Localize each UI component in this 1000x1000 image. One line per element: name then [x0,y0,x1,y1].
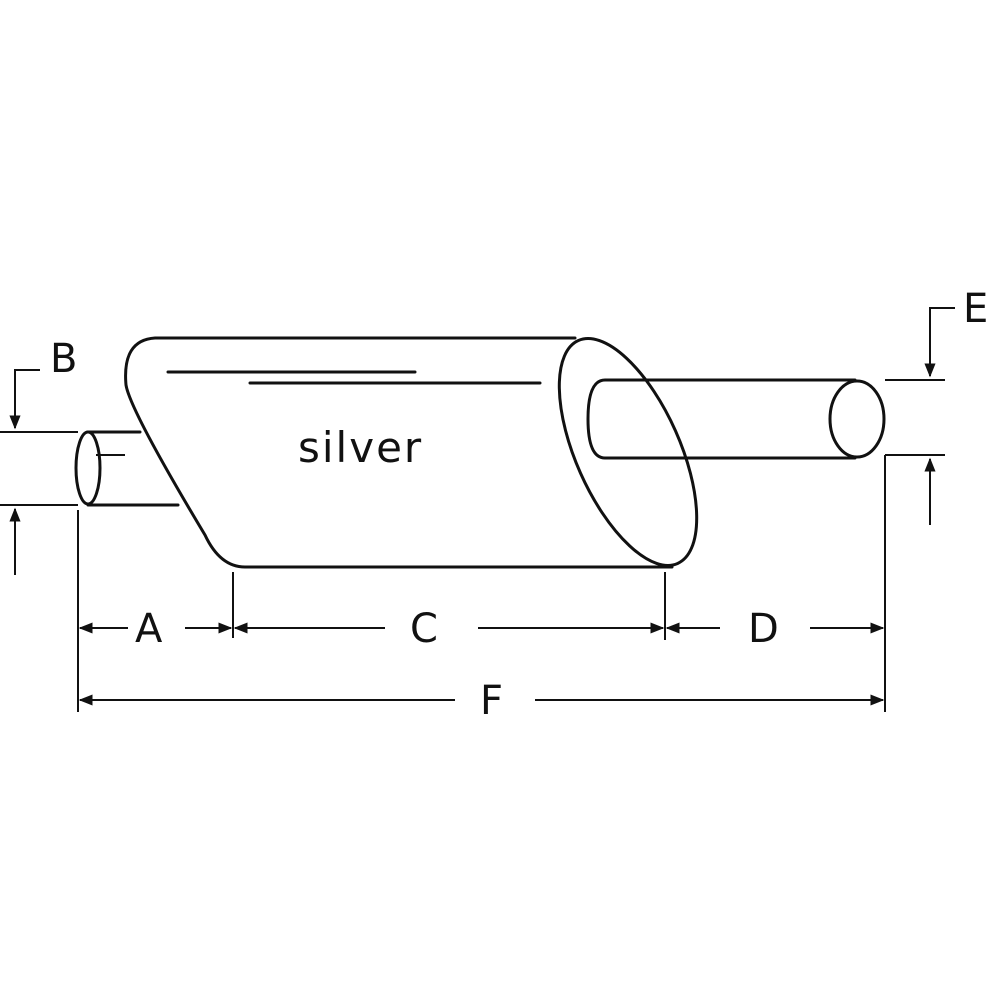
label-a: A [135,606,163,652]
outlet-pipe [586,378,886,460]
dimension-e: E [885,286,988,525]
label-f: F [480,678,503,724]
dimension-b: B [0,336,78,575]
label-e: E [963,286,988,332]
dimension-a: A [78,606,233,652]
label-b: B [50,336,77,382]
dimension-c: C [233,606,665,652]
dimension-d: D [665,606,885,652]
label-d: D [748,606,779,652]
brand-label: silver [298,423,423,472]
inlet-pipe [74,430,180,507]
label-c: C [410,606,438,652]
muffler-body: silver [124,336,699,569]
dimension-f: F [78,678,885,724]
